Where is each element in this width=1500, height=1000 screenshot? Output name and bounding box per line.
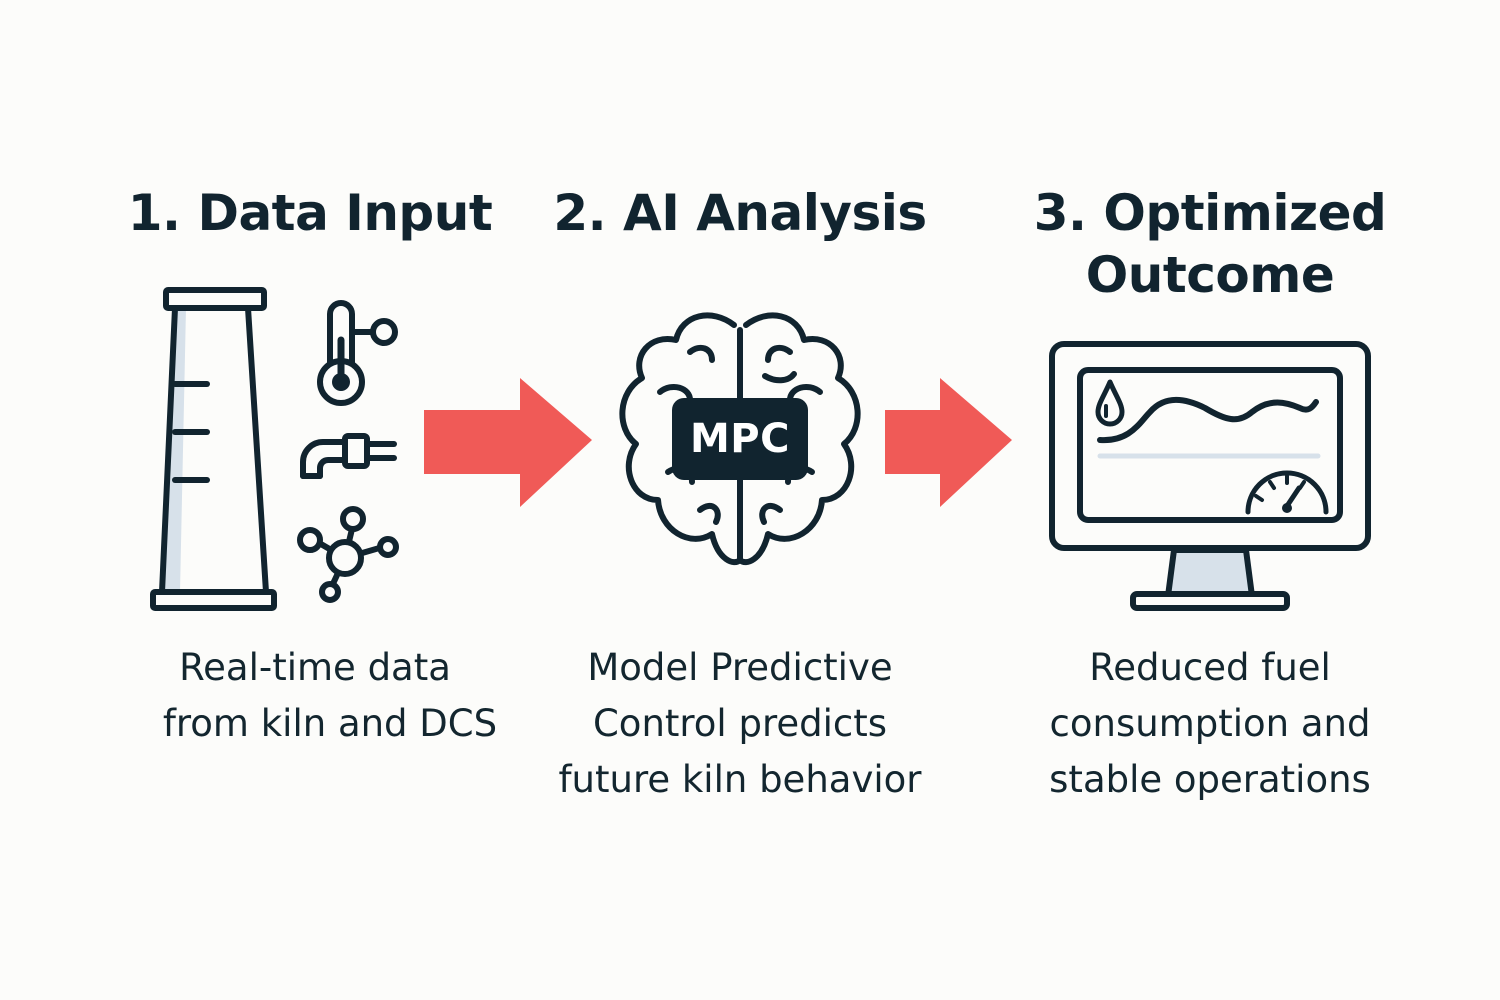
step-1-caption-line-1: Real-time data (179, 646, 451, 689)
molecule-network-icon (297, 506, 399, 603)
step-2-caption-line-2: Control predicts (592, 702, 888, 745)
monitor-icon (1049, 341, 1371, 611)
arrow-right-icon (424, 378, 592, 507)
gauge-icon (1245, 470, 1329, 515)
step-2-caption: Model Predictive Control predicts future… (530, 640, 950, 808)
step-2-caption-line-1: Model Predictive (587, 646, 893, 689)
thermometer-icon (317, 300, 398, 406)
step-3-caption: Reduced fuel consumption and stable oper… (1000, 640, 1420, 808)
mpc-badge (672, 398, 808, 480)
step-3-caption-line-1: Reduced fuel (1089, 646, 1331, 689)
step-3-title: 3. Optimized Outcome (1005, 182, 1415, 306)
step-3-title-line-2: Outcome (1085, 246, 1335, 304)
arrow-right-icon (885, 378, 1012, 507)
step-1-title: 1. Data Input (127, 184, 493, 242)
valve-pipe-icon (300, 433, 397, 479)
step-2-caption-line-3: future kiln behavior (558, 758, 922, 801)
mpc-badge-label: MPC (690, 416, 790, 462)
step-3-title-line-1: 3. Optimized (1033, 184, 1387, 242)
step-2-title: 2. AI Analysis (553, 184, 927, 242)
step-1-caption: Real-time data from kiln and DCS (110, 640, 550, 752)
step-3-caption-line-2: consumption and (1049, 702, 1371, 745)
kiln-tower-icon (150, 287, 277, 611)
step-3-caption-line-3: stable operations (1049, 758, 1371, 801)
step-1-caption-line-2: from kiln and DCS (162, 702, 498, 745)
